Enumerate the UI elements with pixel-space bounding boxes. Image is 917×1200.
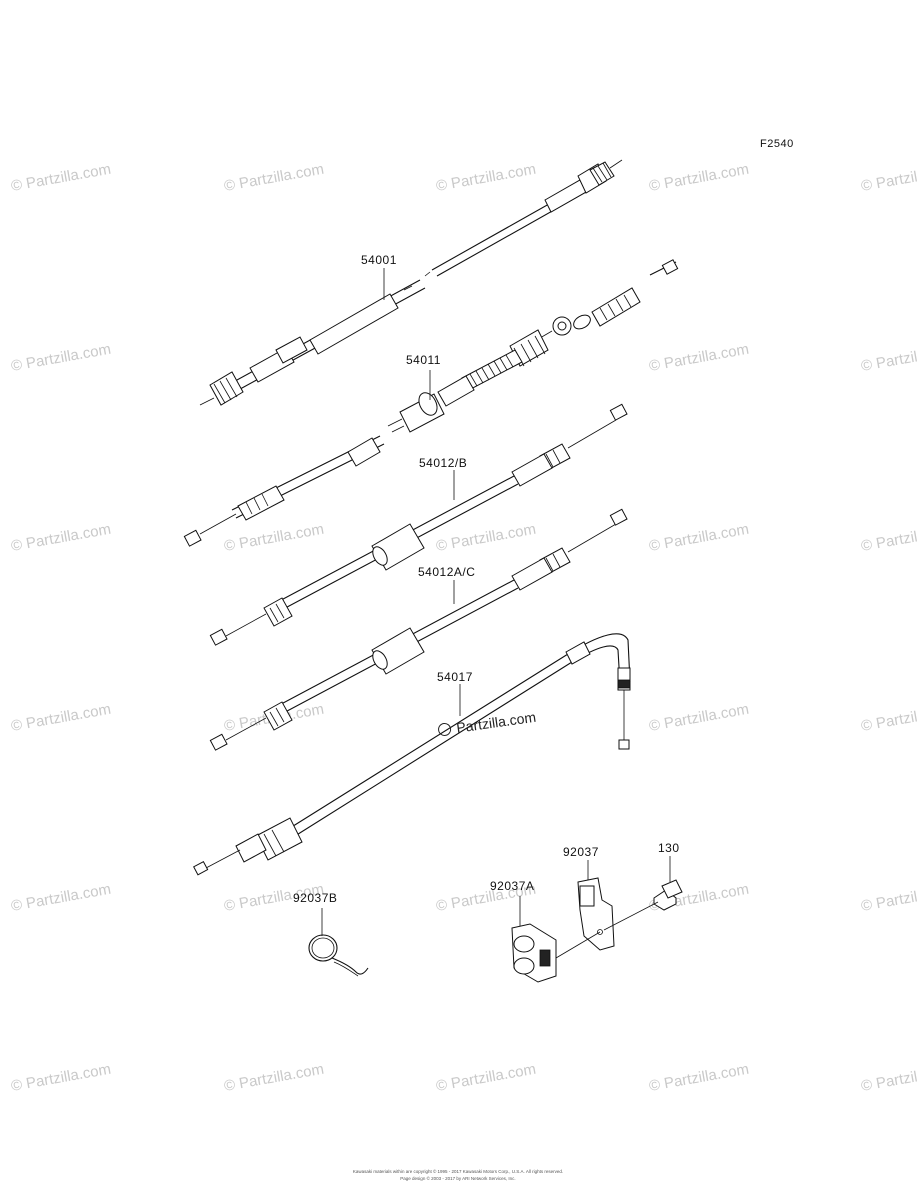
speedometer-nut-bottom bbox=[209, 371, 244, 406]
watermark: © Partzilla.com bbox=[648, 1061, 750, 1095]
watermark: © Partzilla.com bbox=[860, 341, 917, 375]
watermark: © Partzilla.com bbox=[648, 521, 750, 555]
part-label-54017: 54017 bbox=[437, 670, 473, 684]
watermark: © Partzilla.com bbox=[435, 521, 537, 555]
cable-54012-b: 54012/B bbox=[209, 403, 628, 646]
part-label-92037a: 92037A bbox=[490, 879, 534, 893]
speedometer-nut-top bbox=[589, 161, 615, 186]
watermark: © Partzilla.com bbox=[648, 341, 750, 375]
center-watermark-text: Partzilla.com bbox=[455, 709, 537, 736]
watermark: © Partzilla.com bbox=[10, 521, 112, 555]
center-watermark: Partzilla.com bbox=[438, 709, 537, 736]
cable-54011: 54011 bbox=[183, 259, 679, 547]
watermark: © Partzilla.com bbox=[10, 341, 112, 375]
part-label-54012-b: 54012/B bbox=[419, 456, 467, 470]
watermark: © Partzilla.com bbox=[10, 881, 112, 915]
watermark: © Partzilla.com bbox=[223, 161, 325, 195]
watermark: © Partzilla.com bbox=[860, 521, 917, 555]
watermark: © Partzilla.com bbox=[435, 1061, 537, 1095]
part-label-92037b: 92037B bbox=[293, 891, 337, 905]
cable-54001: 54001 bbox=[199, 159, 623, 406]
part-label-54001: 54001 bbox=[361, 253, 397, 267]
watermark: © Partzilla.com bbox=[10, 161, 112, 195]
figure-code: F2540 bbox=[760, 138, 794, 150]
watermark: © Partzilla.com bbox=[860, 161, 917, 195]
copyright-line-1: Kawasaki materials within are copyright … bbox=[353, 1168, 563, 1174]
part-label-54011: 54011 bbox=[406, 353, 441, 367]
watermark: © Partzilla.com bbox=[860, 881, 917, 915]
copyright-line-2: Page design © 2003 - 2017 by ARI Network… bbox=[400, 1175, 515, 1181]
clip-92037b: 92037B bbox=[293, 891, 369, 977]
watermark: © Partzilla.com bbox=[435, 161, 537, 195]
cable-54017: 54017 bbox=[193, 633, 631, 876]
watermark: © Partzilla.com bbox=[10, 1061, 112, 1095]
clamp-92037a: 92037A bbox=[490, 879, 557, 983]
threads bbox=[469, 354, 514, 387]
part-label-54012a-c: 54012A/C bbox=[418, 565, 475, 579]
watermark: © Partzilla.com bbox=[860, 1061, 917, 1095]
part-label-130: 130 bbox=[658, 841, 680, 855]
watermark: © Partzilla.com bbox=[648, 161, 750, 195]
bracket-92037: 92037 bbox=[555, 845, 615, 959]
bolt-130: 130 bbox=[603, 841, 683, 931]
watermark: © Partzilla.com bbox=[223, 521, 325, 555]
watermark: © Partzilla.com bbox=[648, 701, 750, 735]
watermark-layer: © Partzilla.com © Partzilla.com © Partzi… bbox=[10, 161, 917, 1095]
watermark: © Partzilla.com bbox=[860, 701, 917, 735]
part-label-92037: 92037 bbox=[563, 845, 599, 859]
cable-54012a-c: 54012A/C bbox=[209, 508, 628, 751]
watermark: © Partzilla.com bbox=[223, 1061, 325, 1095]
watermark: © Partzilla.com bbox=[10, 701, 112, 735]
